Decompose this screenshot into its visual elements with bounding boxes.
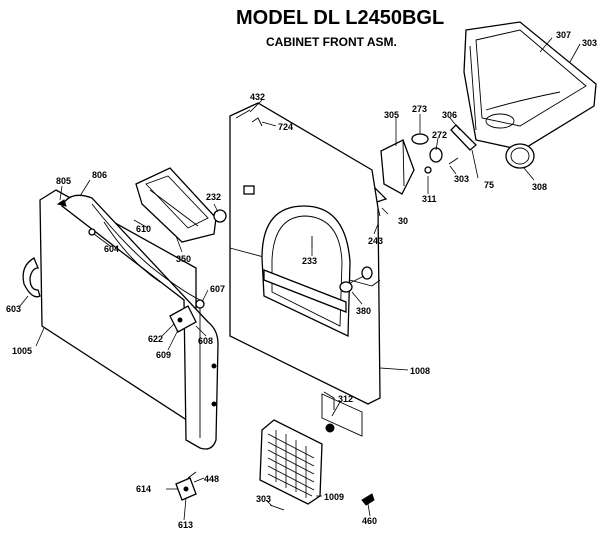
callout-380: 380 bbox=[356, 306, 371, 316]
screw-303-lower bbox=[269, 504, 285, 511]
knob-232 bbox=[213, 209, 227, 223]
diagram-subtitle: CABINET FRONT ASM. bbox=[266, 35, 397, 49]
callout-608: 608 bbox=[198, 336, 213, 346]
clip-460 bbox=[361, 493, 375, 506]
callout-609: 609 bbox=[156, 350, 171, 360]
callout-311: 311 bbox=[422, 194, 437, 204]
bracket-312 bbox=[323, 391, 335, 410]
callout-308: 308 bbox=[532, 182, 547, 192]
callout-613: 613 bbox=[178, 520, 193, 530]
callout-1008: 1008 bbox=[410, 366, 430, 376]
callout-604: 604 bbox=[104, 244, 119, 254]
callout-303-top: 303 bbox=[582, 38, 597, 48]
callout-806: 806 bbox=[92, 170, 107, 180]
callout-432: 432 bbox=[250, 92, 265, 102]
screw-30 bbox=[377, 207, 381, 217]
door-seal-603 bbox=[22, 257, 41, 298]
callout-307: 307 bbox=[556, 30, 571, 40]
pin-604 bbox=[88, 228, 96, 236]
door-latch-380 bbox=[339, 266, 373, 293]
control-housing-350 bbox=[135, 167, 217, 243]
callout-610: 610 bbox=[136, 224, 151, 234]
leader-lines bbox=[19, 37, 581, 521]
hinge-upper bbox=[169, 299, 205, 333]
callout-350: 350 bbox=[176, 254, 191, 264]
callout-312: 312 bbox=[338, 394, 353, 404]
callout-303-mid: 303 bbox=[454, 174, 469, 184]
callout-614: 614 bbox=[136, 484, 151, 494]
callout-460: 460 bbox=[362, 516, 377, 526]
callout-607: 607 bbox=[210, 284, 225, 294]
callout-305: 305 bbox=[384, 110, 399, 120]
diagram-title: MODEL DL L2450BGL bbox=[236, 7, 444, 29]
gasket-ring-308 bbox=[505, 143, 535, 169]
callout-1009: 1009 bbox=[324, 492, 344, 502]
callout-306: 306 bbox=[442, 110, 457, 120]
hinge-lower bbox=[175, 471, 197, 501]
top-panel-307 bbox=[463, 21, 597, 151]
callout-724: 724 bbox=[278, 122, 293, 132]
bracket-724 bbox=[251, 117, 263, 127]
callout-30: 30 bbox=[398, 216, 408, 226]
callout-1005: 1005 bbox=[12, 346, 32, 356]
callout-448: 448 bbox=[204, 474, 219, 484]
screw-805 bbox=[56, 199, 67, 207]
screw-303-upper bbox=[448, 157, 459, 165]
callout-75: 75 bbox=[484, 180, 494, 190]
callout-272: 272 bbox=[432, 130, 447, 140]
callout-622: 622 bbox=[148, 334, 163, 344]
callout-243: 243 bbox=[368, 236, 383, 246]
callout-labels: 432 724 305 273 306 307 303 272 303 75 3… bbox=[6, 30, 597, 530]
callout-303-bottom: 303 bbox=[256, 494, 271, 504]
callout-233: 233 bbox=[302, 256, 317, 266]
callout-273: 273 bbox=[412, 104, 427, 114]
callout-603: 603 bbox=[6, 304, 21, 314]
callout-232: 232 bbox=[206, 192, 221, 202]
front-panel-1008 bbox=[229, 102, 381, 437]
kick-panel-1009 bbox=[259, 419, 323, 505]
callout-805: 805 bbox=[56, 176, 71, 186]
